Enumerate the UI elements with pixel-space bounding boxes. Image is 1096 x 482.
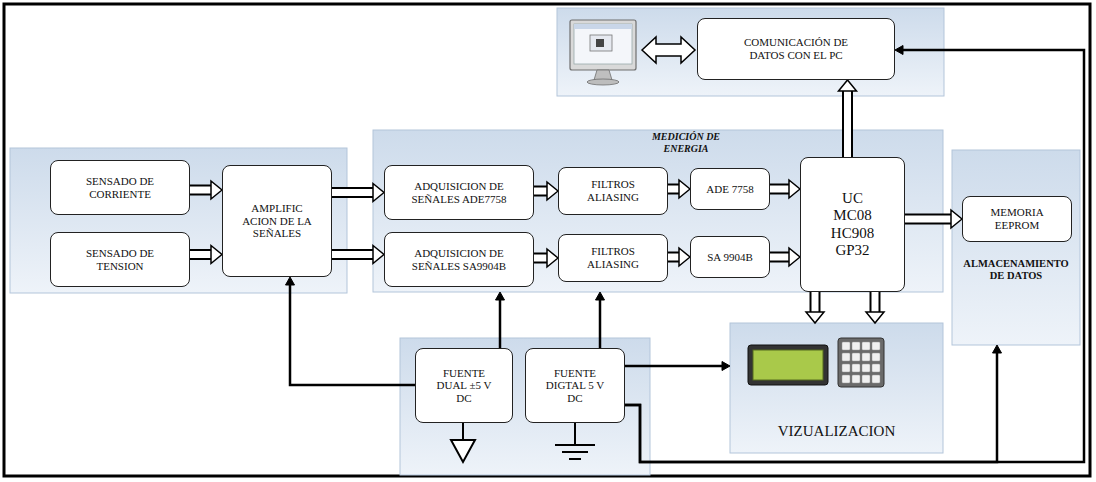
sensor-box: SENSADO DE TENSION [50, 232, 190, 287]
box-label: SA 9904B [707, 251, 753, 264]
box-label: FILTROS ALIASING [573, 178, 653, 203]
signal-arrow [905, 210, 962, 228]
double-arrow [642, 37, 695, 63]
filter-box: FILTROS ALIASING [558, 234, 668, 282]
group-heading: MEDICIÓN DE ENERGIA [636, 131, 736, 154]
arrow-head [596, 292, 605, 300]
power-line [625, 362, 730, 371]
group-panel: ALMACENAMIENTO DE DATOS MEMORIA EEPROM [952, 150, 1080, 345]
power-box: FUENTE DUAL ±5 V DC [415, 348, 513, 423]
signal-arrow [190, 181, 222, 199]
box-label: COMUNICACIÓN DE DATOS CON EL PC [740, 36, 852, 61]
arrow-head [789, 180, 800, 198]
ground-symbol [451, 423, 595, 462]
signal-arrow [534, 182, 558, 200]
process-box: ADQUISICION DE SEÑALES ADE7758 [384, 165, 534, 220]
keypad-icon [838, 338, 884, 387]
signal-arrow [839, 80, 857, 157]
arrow-head [866, 312, 884, 323]
signal-arrow [332, 184, 384, 202]
power-panel [400, 338, 650, 475]
monitor-icon [570, 20, 636, 85]
power-line [596, 292, 605, 348]
group-heading: ALMACENAMIENTO DE DATOS [956, 258, 1076, 282]
arrow-head [211, 181, 222, 199]
arrow-head [895, 46, 903, 55]
power-line [286, 277, 416, 385]
arrow-head [993, 345, 1002, 353]
signal-arrow [770, 180, 800, 198]
power-line [625, 46, 1084, 463]
group-backgrounds [373, 130, 1080, 453]
box-label: AMPLIFIC ACION DE LA SEÑALES [237, 202, 317, 240]
pc-panel [557, 8, 944, 96]
arrow-head [722, 362, 730, 371]
signal-arrow [668, 180, 690, 198]
box-label: SENSADO DE CORRIENTE [80, 175, 160, 200]
group-panel: MEDICIÓN DE ENERGIA ADQUISICION DE SEÑALE… [373, 130, 943, 292]
arrow-head [806, 312, 824, 323]
process-box: COMUNICACIÓN DE DATOS CON EL PC [697, 18, 895, 80]
arrow-head [679, 180, 690, 198]
process-box: ADQUISICION DE SEÑALES SA9904B [384, 232, 534, 287]
group-panel-fill [373, 130, 943, 292]
signal-arrow [668, 248, 690, 266]
sensing-panel [10, 148, 347, 293]
lcd-icon [748, 345, 828, 385]
arrow-head [286, 277, 295, 285]
box-label: SENSADO DE TENSION [80, 247, 160, 272]
box-label: ADQUISICION DE SEÑALES ADE7758 [409, 180, 509, 205]
signal-arrow [190, 246, 222, 264]
arrow-head [373, 184, 384, 202]
box-label: ADE 7758 [706, 183, 753, 196]
box-label: MEMORIA EEPROM [977, 206, 1057, 231]
group-panel-fill [730, 323, 943, 453]
arrow-head [951, 210, 962, 228]
arrow-head [679, 248, 690, 266]
power-box: FUENTE DIGTAL 5 V DC [525, 348, 625, 423]
arrow-head [547, 182, 558, 200]
group-heading: VIZUALIZACION [730, 423, 943, 440]
box-label: FUENTE DUAL ±5 V DC [434, 367, 494, 405]
arrow-head [211, 246, 222, 264]
signal-arrow [534, 249, 558, 267]
box-label: UC MC08 HC908 GP32 [825, 190, 881, 259]
chip-box: SA 9904B [690, 236, 770, 278]
amplifier-box: AMPLIFIC ACION DE LA SEÑALES [222, 165, 332, 277]
box-label: ADQUISICION DE SEÑALES SA9904B [409, 247, 509, 272]
group-panel: VIZUALIZACION [730, 323, 943, 453]
memory-box: MEMORIA EEPROM [962, 196, 1072, 242]
signal-arrow [770, 248, 800, 266]
power-line [496, 292, 505, 348]
box-label: FILTROS ALIASING [573, 245, 653, 270]
arrow-head [547, 249, 558, 267]
filter-box: FILTROS ALIASING [558, 167, 668, 215]
controller-box: UC MC08 HC908 GP32 [800, 157, 905, 292]
signal-arrow [806, 292, 824, 323]
signal-arrow [332, 246, 384, 264]
arrow-head [496, 292, 505, 300]
arrow-head [789, 248, 800, 266]
arrow-head [373, 246, 384, 264]
chip-box: ADE 7758 [690, 168, 770, 210]
group-panel-fill [952, 150, 1080, 345]
sensor-box: SENSADO DE CORRIENTE [50, 160, 190, 215]
box-label: FUENTE DIGTAL 5 V DC [545, 367, 605, 405]
arrow-head [839, 80, 857, 91]
signal-arrow [866, 292, 884, 323]
outer-frame [4, 4, 1090, 476]
power-line [625, 345, 1002, 462]
